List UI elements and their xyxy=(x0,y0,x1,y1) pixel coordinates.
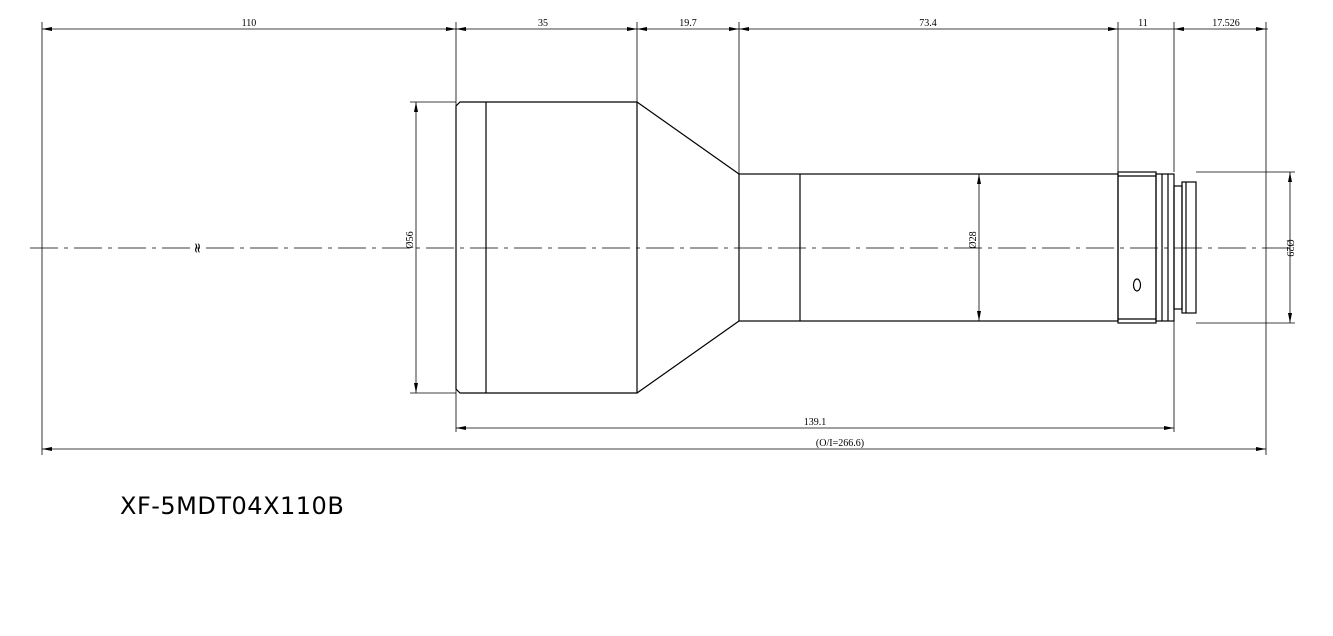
model-label: XF-5MDT04X110B xyxy=(120,492,345,520)
screw-hole-icon xyxy=(1132,278,1142,292)
break-symbol: ≈ xyxy=(189,242,205,254)
lens-body xyxy=(455,101,1197,394)
dim-dia-56: Ø56 xyxy=(405,231,416,248)
dim-dia-29: Ø29 xyxy=(1284,239,1295,256)
dim-35: 35 xyxy=(538,18,548,29)
dim-17-526: 17.526 xyxy=(1212,18,1240,29)
dim-139-1: 139.1 xyxy=(804,417,827,428)
dim-19-7: 19.7 xyxy=(679,18,697,29)
dim-11: 11 xyxy=(1138,18,1148,29)
bottom-dimensions: 139.1 (O/I=266.6) xyxy=(42,321,1266,451)
top-dimension-chain: 110 35 19.7 73.4 11 17.526 xyxy=(41,18,1268,455)
diameter-dimensions: Ø56 Ø28 Ø29 xyxy=(405,101,1295,394)
dim-dia-28: Ø28 xyxy=(968,231,979,248)
dim-total-length: (O/I=266.6) xyxy=(816,438,864,449)
dim-110: 110 xyxy=(242,18,257,29)
dim-73-4: 73.4 xyxy=(919,18,937,29)
